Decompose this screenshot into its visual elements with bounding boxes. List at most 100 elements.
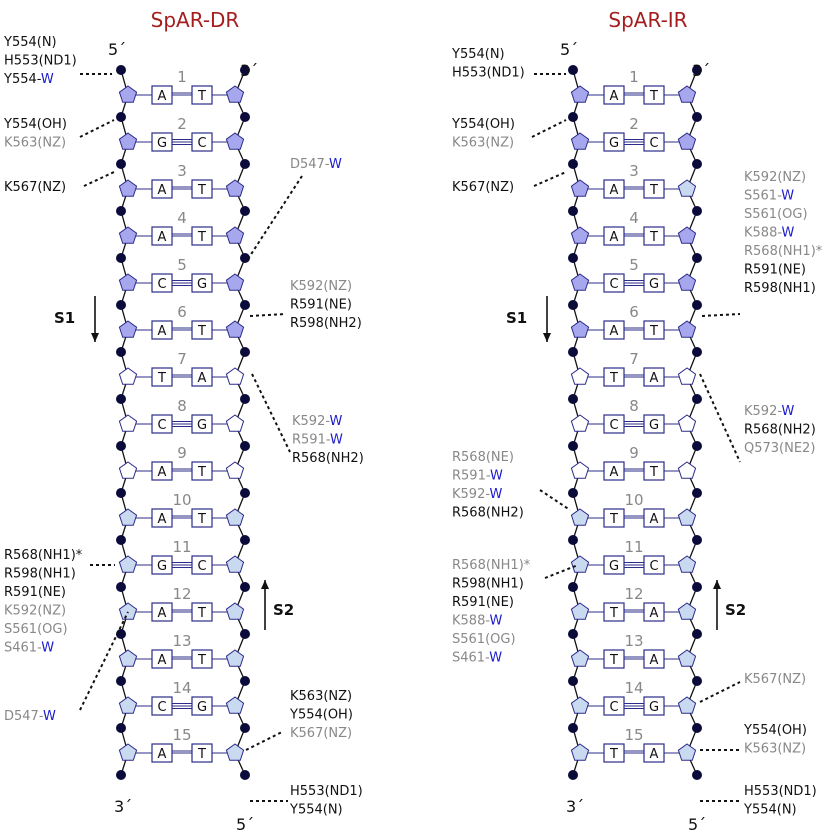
sugar-ring: [118, 273, 138, 291]
pair-number: 8: [629, 397, 639, 415]
sugar-ring: [570, 320, 590, 338]
phosphate: [568, 723, 578, 733]
pair-number: 14: [624, 679, 643, 697]
base-letter: G: [157, 559, 167, 574]
contact-line: [251, 373, 291, 453]
contact-label: K567(NZ): [290, 726, 352, 741]
base-box: [151, 743, 173, 763]
contact-label: R568(NH2): [744, 423, 816, 438]
contact-group: K592(NZ)S561-WS561(OG)K588-WR568(NH1)*R5…: [701, 170, 823, 317]
base-letter: C: [157, 277, 166, 292]
sugar-ring: [677, 649, 697, 667]
base-box: [151, 85, 173, 105]
sugar-ring: [118, 414, 138, 432]
phosphate: [240, 676, 250, 686]
five-prime-label: 5´: [688, 815, 706, 833]
sugar-ring: [570, 508, 590, 526]
base-box: [603, 696, 625, 716]
phosphate: [240, 65, 250, 75]
pair-number: 5: [629, 256, 639, 274]
contact-group: D547-W: [4, 611, 129, 724]
contact-group: K567(NZ): [4, 171, 115, 195]
contact-group: Y554(N) H553(ND1): [451, 47, 566, 81]
base-pair: C G8: [570, 397, 697, 434]
base-box: [603, 273, 625, 293]
pair-number: 12: [172, 585, 191, 603]
base-box: [191, 132, 213, 152]
phosphate: [692, 582, 702, 592]
base-letter: T: [197, 747, 206, 762]
base-letter: G: [649, 418, 659, 433]
base-box: [151, 132, 173, 152]
base-letter: A: [650, 512, 659, 527]
base-letter: G: [197, 277, 207, 292]
base-letter: A: [158, 465, 167, 480]
contact-label: H553(ND1): [452, 66, 525, 81]
contact-group: Y554(OH)K563(NZ): [700, 723, 807, 757]
contact-label: K592(NZ): [4, 604, 66, 619]
contact-label: S561-W: [744, 189, 794, 204]
contact-group: K567(NZ): [452, 171, 567, 195]
contact-label: R568(NH1)*: [4, 548, 83, 563]
contact-label: H553(ND1): [4, 54, 77, 69]
pair-number: 11: [624, 538, 643, 556]
base-box: [191, 179, 213, 199]
base-letter: C: [197, 136, 206, 151]
base-letter: C: [609, 418, 618, 433]
base-letter: C: [609, 700, 618, 715]
base-box: [151, 649, 173, 669]
phosphate: [240, 441, 250, 451]
arrow-head: [261, 580, 269, 589]
base-letter: A: [158, 324, 167, 339]
base-letter: A: [650, 606, 659, 621]
contact-label: D547-W: [4, 709, 56, 724]
base-letter: T: [649, 324, 658, 339]
arrow-head: [91, 333, 99, 342]
base-letter: C: [157, 700, 166, 715]
sugar-ring: [677, 414, 697, 432]
sugar-ring: [225, 320, 245, 338]
contact-line: [539, 489, 571, 511]
phosphate: [240, 629, 250, 639]
base-box: [151, 461, 173, 481]
pair-number: 4: [629, 209, 639, 227]
sugar-ring: [677, 179, 697, 197]
sugar-ring: [570, 132, 590, 150]
phosphate: [692, 112, 702, 122]
base-letter: G: [649, 277, 659, 292]
pair-number: 2: [629, 115, 639, 133]
sugar-ring: [677, 367, 697, 385]
contact-line: [245, 731, 283, 751]
sugar-ring: [118, 555, 138, 573]
base-box: [191, 85, 213, 105]
base-box: [151, 367, 173, 387]
sugar-ring: [570, 602, 590, 620]
sugar-ring: [225, 414, 245, 432]
base-letter: G: [197, 700, 207, 715]
base-box: [643, 414, 665, 434]
phosphate: [240, 159, 250, 169]
arrow-head: [543, 333, 551, 342]
phosphate: [568, 112, 578, 122]
phosphate: [116, 441, 126, 451]
sugar-ring: [677, 132, 697, 150]
pair-number: 14: [172, 679, 191, 697]
phosphate: [692, 394, 702, 404]
base-box: [151, 555, 173, 575]
contact-label: R568(NH2): [292, 451, 364, 466]
base-box: [191, 508, 213, 528]
pair-number: 11: [172, 538, 191, 556]
contact-label: Y554(N): [451, 47, 505, 62]
panel-title: SpAR-IR: [608, 8, 687, 32]
contact-group: H553(ND1)Y554(N): [700, 784, 817, 818]
phosphate: [240, 112, 250, 122]
phosphate: [116, 582, 126, 592]
